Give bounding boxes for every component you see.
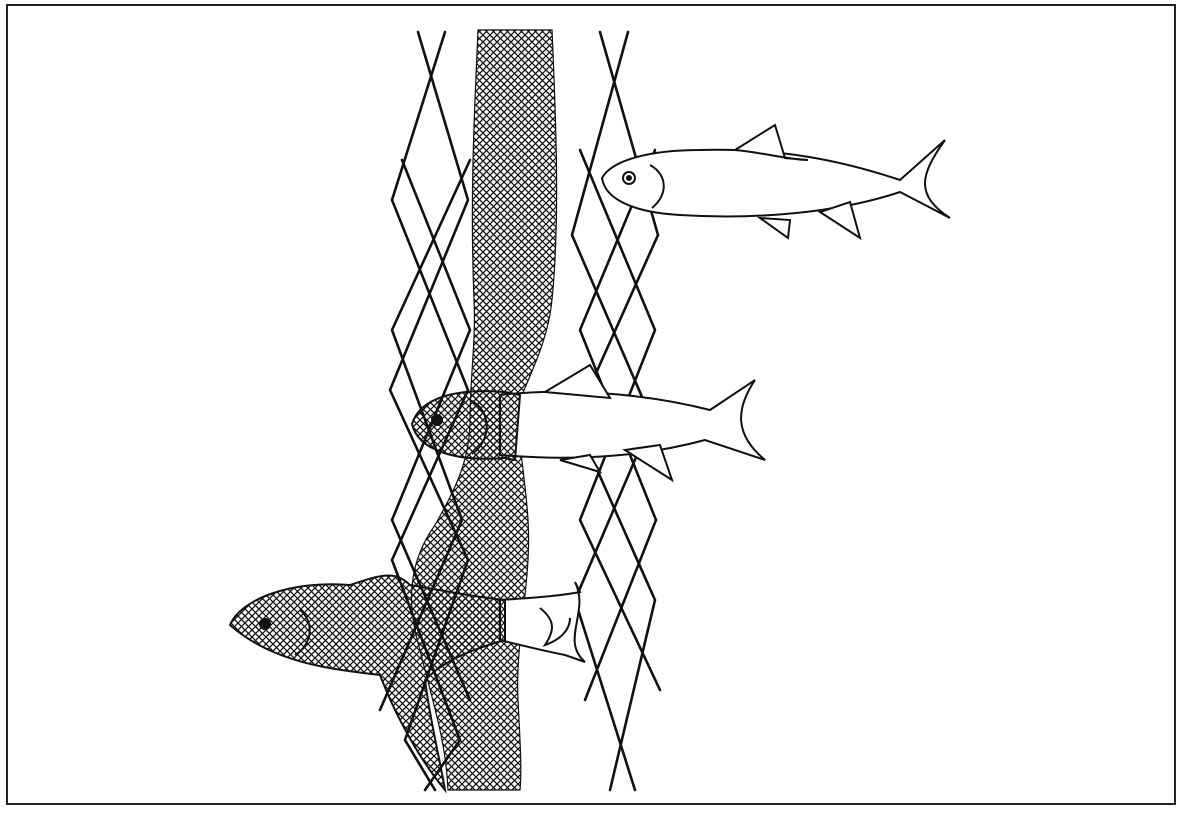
fish-3-eye-icon bbox=[260, 619, 270, 629]
fish-2-eye-icon bbox=[432, 415, 442, 425]
